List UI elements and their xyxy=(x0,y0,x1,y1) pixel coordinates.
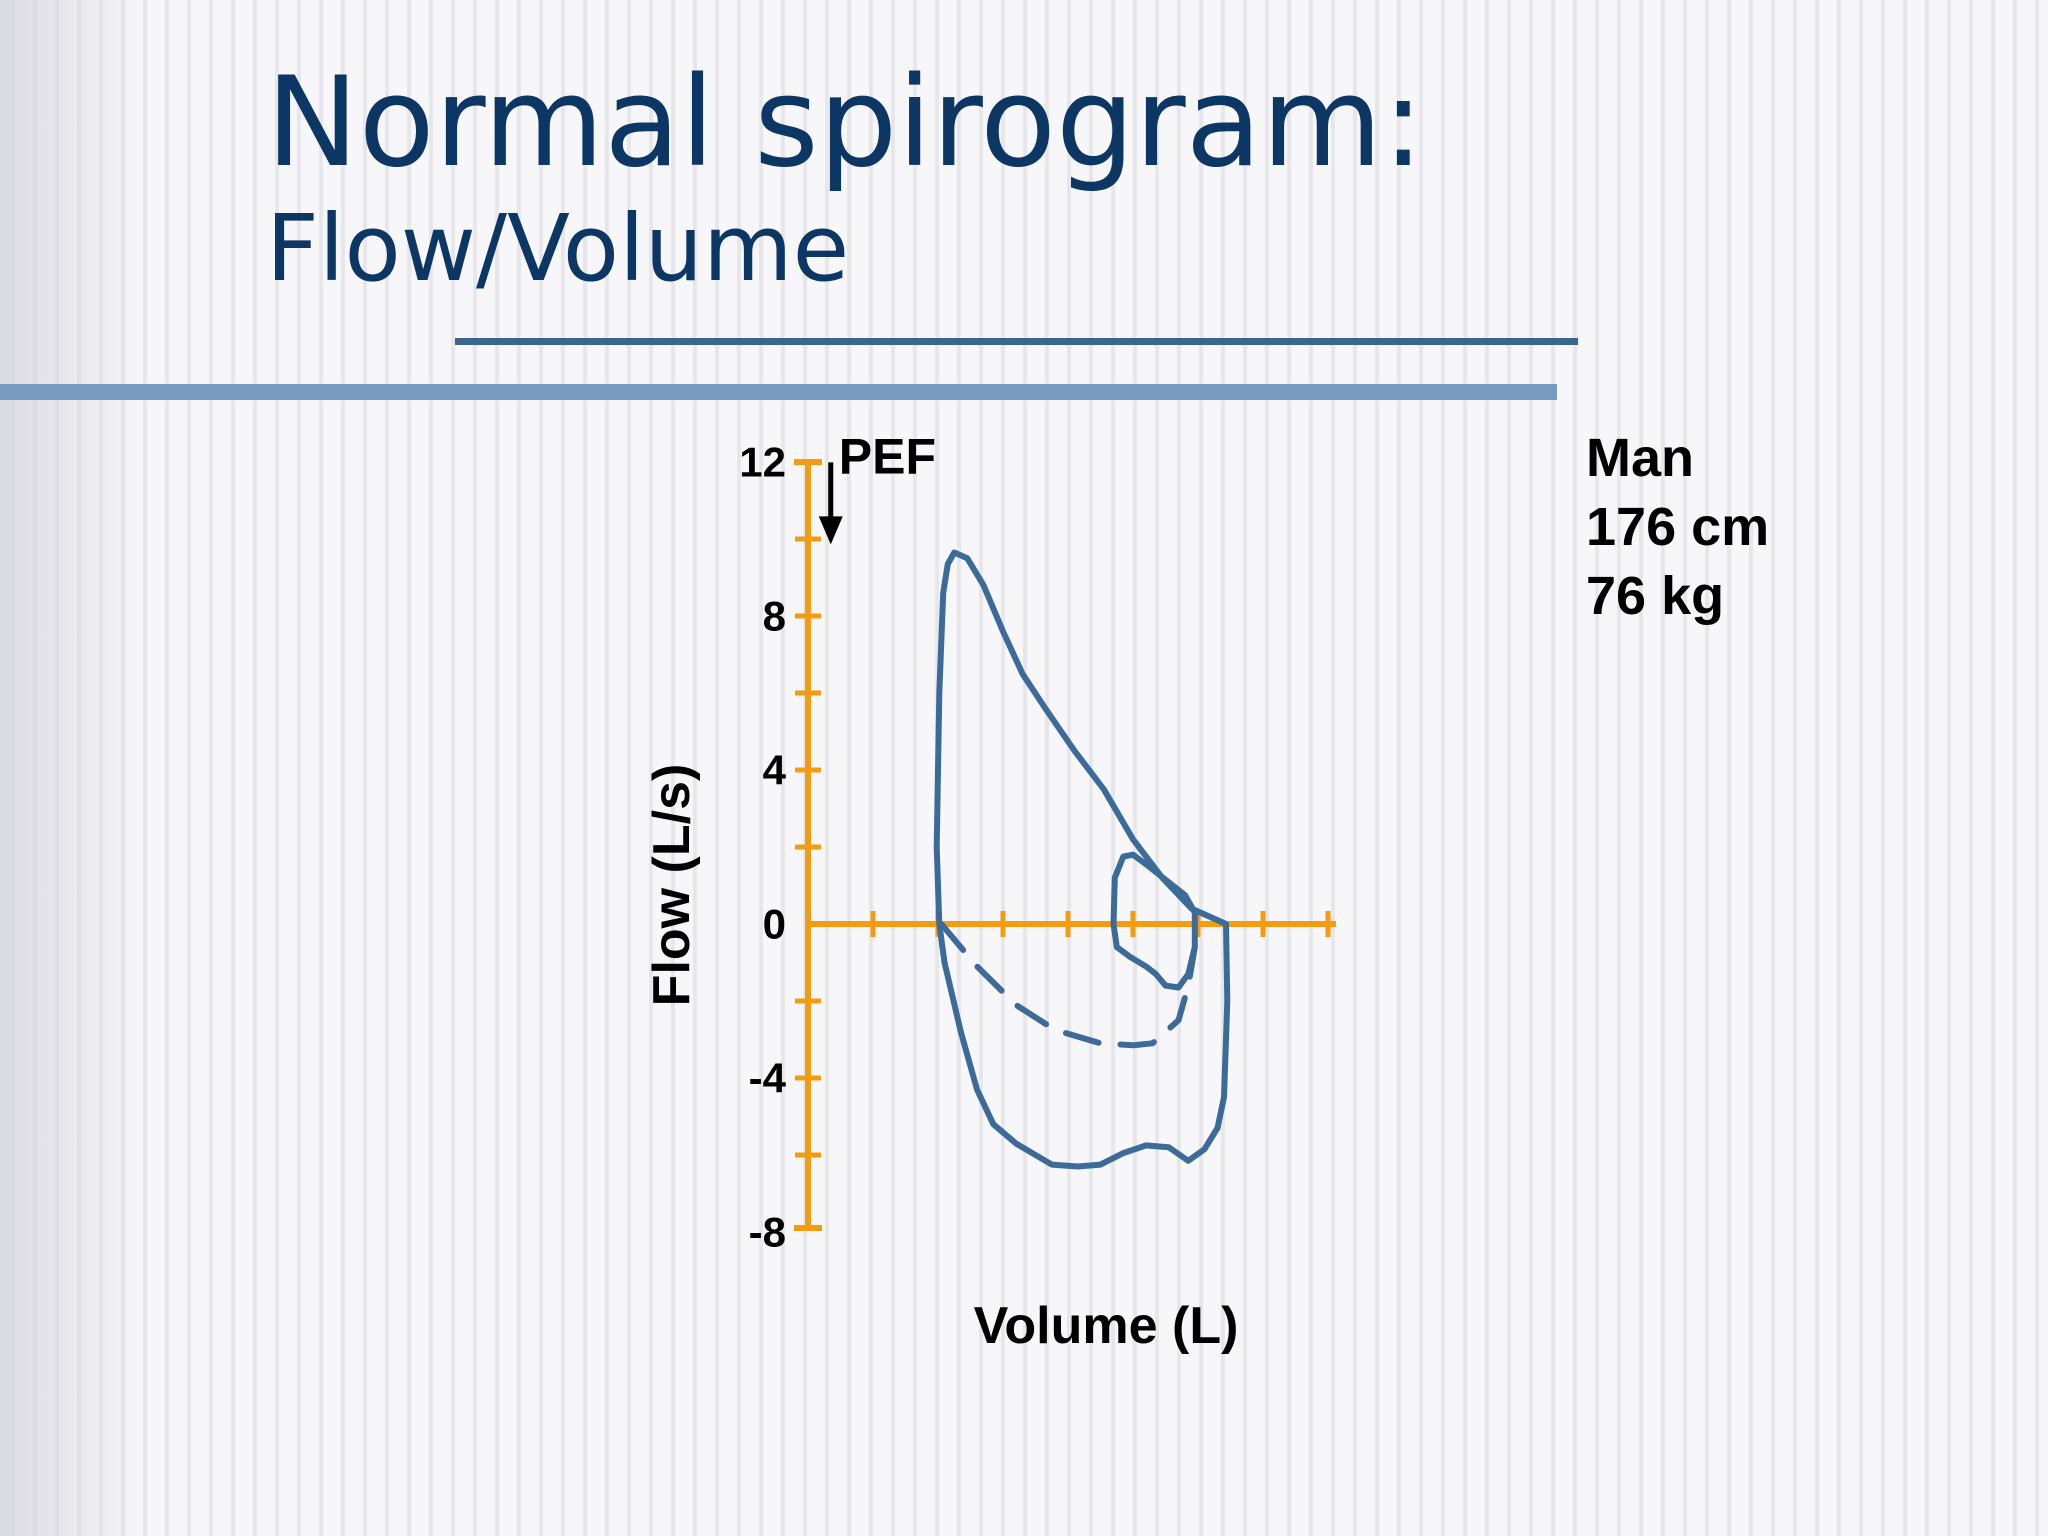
y-axis-label: Flow (L/s) xyxy=(643,764,701,1007)
slide-title: Normal spirogram: xyxy=(266,51,1425,195)
flow-volume-curve-3 xyxy=(938,921,1198,1049)
y-tick-label: 8 xyxy=(763,593,786,640)
subject-height: 176 cm xyxy=(1586,497,1770,557)
pef-arrow-head xyxy=(818,516,843,545)
pef-label: PEF xyxy=(839,428,936,484)
x-axis-label: Volume (L) xyxy=(974,1297,1239,1355)
subject-weight: 76 kg xyxy=(1586,566,1725,626)
title-rule-dark xyxy=(455,338,1578,345)
flow-volume-curve-1 xyxy=(933,549,1231,1170)
y-tick-label: -4 xyxy=(749,1055,787,1102)
y-tick-label: 0 xyxy=(763,901,786,948)
y-tick-label: 4 xyxy=(763,747,787,794)
y-tick-label: -8 xyxy=(749,1209,786,1256)
subject-info: Man 176 cm 76 kg xyxy=(1586,424,1769,631)
y-tick-label: 12 xyxy=(739,439,786,486)
subject-sex: Man xyxy=(1586,428,1694,488)
slide-subtitle: Flow/Volume xyxy=(266,195,850,302)
title-rule-light xyxy=(0,384,1557,400)
